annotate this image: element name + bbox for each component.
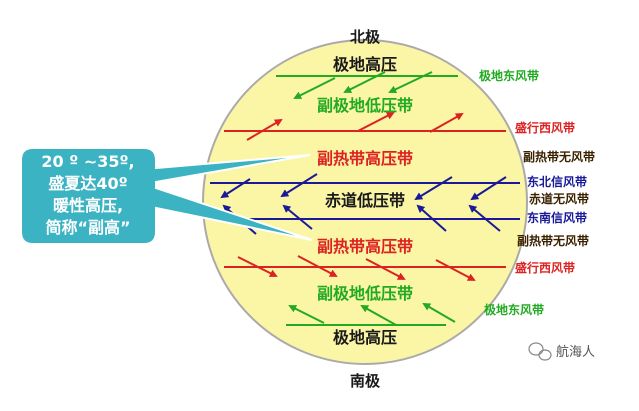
northeast-trades-label: 东北信风带 (527, 174, 587, 189)
equatorial-low-label: 赤道低压带 (325, 191, 405, 210)
northeast-trade-arrows (220, 173, 507, 201)
wind-arrow (365, 258, 406, 280)
callout-line: 盛夏达40º (48, 174, 128, 193)
wind-arrow (388, 71, 433, 94)
wind-arrow (468, 204, 501, 232)
wind-arrow (220, 178, 251, 199)
south-polar-high-label: 极地高压 (333, 328, 397, 347)
watermark-text: 航海人 (556, 344, 595, 360)
south-horse-latitudes-label: 副热带无风带 (517, 233, 589, 248)
watermark: 航海人 (528, 342, 595, 361)
doldrums-label: 赤道无风带 (529, 191, 589, 206)
wind-arrow (282, 204, 313, 230)
south-polar-easterlies-label: 极地东风带 (484, 302, 544, 317)
wind-arrow (297, 255, 338, 277)
wind-arrow (470, 176, 507, 201)
callout-line: 20 º ~35º, (41, 152, 135, 171)
wechat-icon (528, 342, 552, 361)
north-pole-label: 北极 (350, 28, 381, 46)
wind-arrow (246, 118, 283, 141)
south-westerlies-label: 盛行西风带 (515, 260, 575, 275)
south-subtropical-high-label: 副热带高压带 (317, 237, 413, 256)
north-subpolar-low-label: 副极地低压带 (317, 96, 413, 115)
north-polar-high-label: 极地高压 (333, 55, 397, 74)
north-polar-easterly-arrows (293, 71, 433, 99)
south-westerly-arrows (237, 255, 476, 281)
wind-arrow (343, 71, 386, 93)
callout-line: 暖性高压, (52, 196, 124, 215)
wind-arrow (422, 302, 456, 323)
callout-box (20, 147, 313, 245)
wind-arrow (414, 176, 453, 201)
wind-arrow (360, 305, 397, 326)
south-pole-label: 南极 (350, 372, 381, 390)
wind-arrow (293, 77, 336, 99)
north-westerlies-label: 盛行西风带 (515, 120, 575, 135)
callout-text: 20 º ~35º, 盛夏达40º 暖性高压, 简称“副高” (26, 151, 150, 239)
callout-line: 简称“副高” (45, 218, 131, 237)
north-polar-easterlies-label: 极地东风带 (479, 68, 539, 83)
south-polar-easterly-arrows (288, 302, 456, 326)
southeast-trades-label: 东南信风带 (527, 210, 587, 225)
wind-arrow (357, 112, 395, 132)
globe (202, 39, 528, 365)
north-subtropical-high-label: 副热带高压带 (317, 149, 413, 168)
wind-arrow (280, 173, 318, 198)
wind-arrow (435, 259, 476, 281)
south-subpolar-low-label: 副极地低压带 (317, 284, 413, 303)
north-horse-latitudes-label: 副热带无风带 (523, 149, 595, 164)
wind-arrow (288, 305, 325, 324)
wind-arrow (237, 256, 278, 277)
wind-arrow (416, 204, 447, 232)
wind-arrow (429, 113, 464, 133)
north-westerly-arrows (246, 112, 464, 141)
